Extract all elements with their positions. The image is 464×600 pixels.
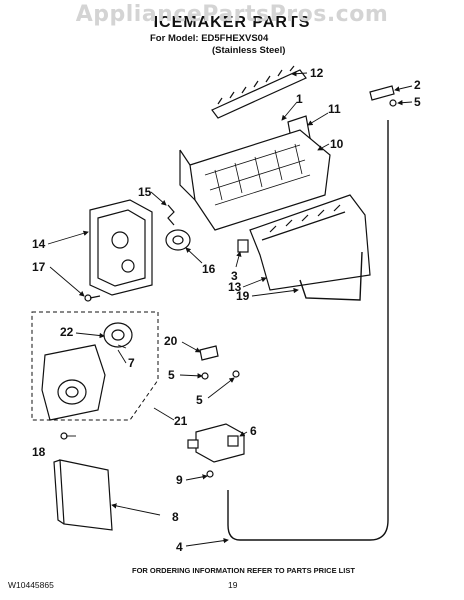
part-15-spring <box>167 204 175 226</box>
callout-13: 13 <box>228 280 242 294</box>
part-2-clip <box>369 85 395 101</box>
callout-5-top: 5 <box>414 95 421 109</box>
callout-7: 7 <box>128 356 135 370</box>
part-13-housing <box>249 194 371 291</box>
part-20-connector <box>199 345 219 361</box>
model-info: For Model: ED5FHEXVS04 (Stainless Steel) <box>150 33 285 57</box>
leader-lines <box>47 71 413 547</box>
part-8-cover <box>53 459 113 531</box>
callouts: 12 1 11 10 2 5 15 14 17 16 3 13 19 22 7 … <box>32 66 421 554</box>
callout-9: 9 <box>176 473 183 487</box>
callout-3: 3 <box>231 269 238 283</box>
callout-19: 19 <box>236 289 250 303</box>
part-9-screw <box>206 470 214 478</box>
callout-16: 16 <box>202 262 216 276</box>
callout-21: 21 <box>174 414 188 428</box>
part-5-screws <box>201 370 240 380</box>
part-10-ice-mold <box>179 129 331 231</box>
callout-8: 8 <box>172 510 179 524</box>
callout-6: 6 <box>250 424 257 438</box>
callout-2: 2 <box>414 78 421 92</box>
document-number: W10445865 <box>8 580 54 590</box>
part-6-water-valve <box>187 423 245 463</box>
callout-5-mid: 5 <box>168 368 175 382</box>
callout-12: 12 <box>310 66 324 80</box>
callout-10: 10 <box>330 137 344 151</box>
callout-11: 11 <box>328 102 341 116</box>
callout-22: 22 <box>60 325 74 339</box>
page-title: ICEMAKER PARTS <box>153 14 311 31</box>
callout-5-low: 5 <box>196 393 203 407</box>
part-4-water-tube <box>227 120 389 541</box>
part-17-screw <box>84 294 101 302</box>
part-14-control-module <box>89 199 153 296</box>
callout-4: 4 <box>176 540 183 554</box>
part-19-arm-wire <box>299 251 363 301</box>
part-5-screw-top <box>389 99 397 107</box>
callout-18: 18 <box>32 445 46 459</box>
part-3-clip <box>237 239 249 253</box>
page-number: 19 <box>228 580 238 590</box>
callout-20: 20 <box>164 334 178 348</box>
part-12-ejector-comb <box>211 65 307 119</box>
part-21-mechanism-plate <box>41 344 106 421</box>
callout-15: 15 <box>138 185 152 199</box>
finish-line: (Stainless Steel) <box>212 45 286 56</box>
callout-14: 14 <box>32 237 46 251</box>
part-16-motor <box>165 229 191 251</box>
callout-17: 17 <box>32 260 46 274</box>
part-21-assembly-box <box>31 311 159 421</box>
ordering-note: FOR ORDERING INFORMATION REFER TO PARTS … <box>132 566 355 575</box>
callout-1: 1 <box>296 92 303 106</box>
model-line: For Model: ED5FHEXVS04 <box>150 33 269 44</box>
part-22-motor <box>103 322 133 348</box>
